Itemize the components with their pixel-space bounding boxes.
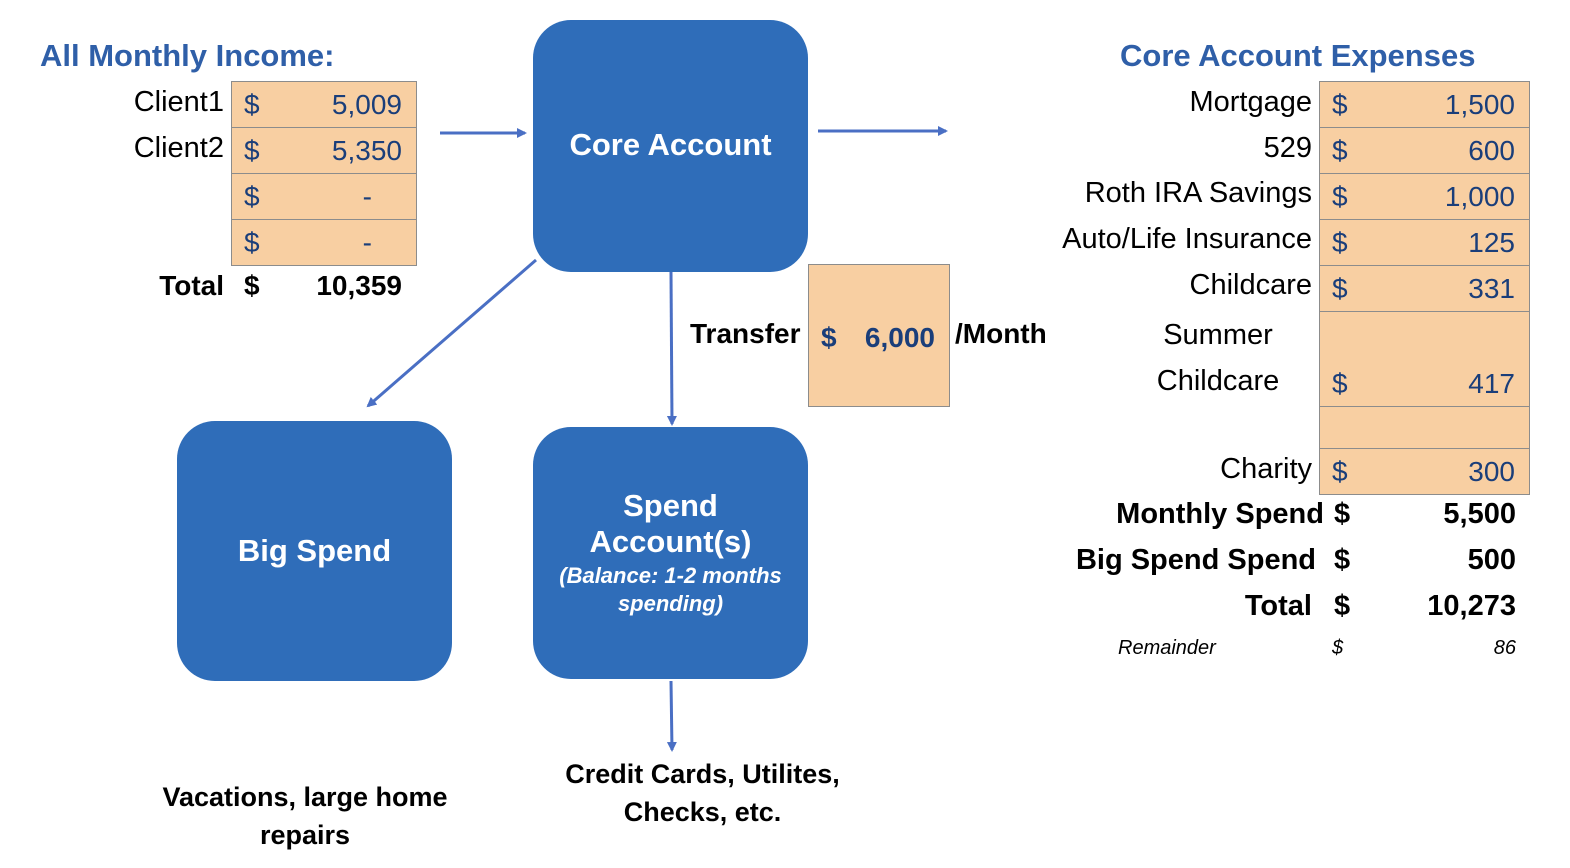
currency-symbol: $ xyxy=(244,135,260,166)
currency-symbol: $ xyxy=(1332,456,1348,487)
arrow-core-to-bigspend xyxy=(366,258,537,408)
currency-symbol: $ xyxy=(1332,181,1348,212)
expense-cell-summer-childcare[interactable]: $ 417 xyxy=(1319,311,1530,407)
summary-currency-bigspend: $ xyxy=(1334,544,1351,576)
currency-symbol: $ xyxy=(1332,273,1348,304)
spend-account-line1: Spend xyxy=(623,488,718,523)
amount-value: - xyxy=(362,181,372,212)
income-cell-client2[interactable]: $ 5,350 xyxy=(231,127,417,174)
income-heading: All Monthly Income: xyxy=(40,38,335,73)
income-total-currency: $ xyxy=(244,270,260,301)
income-total-label: Total xyxy=(159,270,224,301)
expense-cell-529[interactable]: $ 600 xyxy=(1319,127,1530,174)
expense-cell-mortgage[interactable]: $ 1,500 xyxy=(1319,81,1530,128)
expense-cell-charity[interactable]: $ 300 xyxy=(1319,448,1530,495)
currency-symbol: $ xyxy=(244,227,260,258)
summary-amount-monthly: 5,500 xyxy=(1443,498,1516,530)
income-cell-3[interactable]: $ - xyxy=(231,173,417,220)
income-label-client1: Client1 xyxy=(133,86,224,118)
expense-label-roth: Roth IRA Savings xyxy=(1084,177,1312,209)
arrow-spend-to-cards xyxy=(666,680,677,752)
expense-label-summer-line2: Childcare xyxy=(1156,365,1280,397)
currency-symbol: $ xyxy=(1332,227,1348,258)
amount-value: 5,009 xyxy=(331,89,402,120)
big-spend-caption: Vacations, large home repairs xyxy=(162,782,448,850)
transfer-unit: /Month xyxy=(955,318,1047,349)
expense-label-charity: Charity xyxy=(1220,453,1312,485)
amount-value: 300 xyxy=(1468,456,1515,487)
income-total-amount: 10,359 xyxy=(316,270,402,301)
expense-label-mortgage: Mortgage xyxy=(1189,86,1312,118)
core-account-label: Core Account xyxy=(569,127,772,162)
remainder-amount: 86 xyxy=(1493,637,1516,659)
transfer-amount-cell[interactable]: $ 6,000 xyxy=(808,264,950,407)
currency-symbol: $ xyxy=(1332,89,1348,120)
amount-value: 125 xyxy=(1468,227,1515,258)
big-spend-box[interactable]: Big Spend xyxy=(177,421,452,681)
expense-cell-empty[interactable] xyxy=(1319,406,1530,449)
transfer-label: Transfer xyxy=(690,318,801,349)
amount-value: 1,000 xyxy=(1444,181,1515,212)
income-label-client2: Client2 xyxy=(133,132,224,164)
currency-symbol: $ xyxy=(821,322,837,353)
expense-cell-roth[interactable]: $ 1,000 xyxy=(1319,173,1530,220)
expense-cell-insurance[interactable]: $ 125 xyxy=(1319,219,1530,266)
amount-value: 1,500 xyxy=(1444,89,1515,120)
remainder-label: Remainder xyxy=(1118,637,1216,659)
summary-amount-total: 10,273 xyxy=(1427,590,1516,622)
spend-account-line2: Account(s) xyxy=(589,524,752,559)
big-spend-label: Big Spend xyxy=(237,533,392,568)
spend-account-note: (Balance: 1-2 months spending) xyxy=(559,563,782,616)
amount-value: 600 xyxy=(1468,135,1515,166)
summary-label-bigspend: Big Spend Spend xyxy=(1075,544,1316,576)
income-cell-4[interactable]: $ - xyxy=(231,219,417,266)
currency-symbol: $ xyxy=(244,181,260,212)
spend-account-box[interactable]: Spend Account(s) (Balance: 1-2 months sp… xyxy=(533,427,808,679)
spend-caption: Credit Cards, Utilites, Checks, etc. xyxy=(565,759,840,827)
summary-currency-total: $ xyxy=(1334,590,1351,622)
transfer-amount: 6,000 xyxy=(864,322,935,353)
summary-currency-monthly: $ xyxy=(1334,498,1351,530)
amount-value: - xyxy=(362,227,372,258)
currency-symbol: $ xyxy=(244,89,260,120)
amount-value: 5,350 xyxy=(331,135,402,166)
amount-value: 417 xyxy=(1468,368,1515,399)
expense-label-summer-line1: Summer xyxy=(1163,319,1273,351)
currency-symbol: $ xyxy=(1332,135,1348,166)
summary-label-monthly: Monthly Spend xyxy=(1116,498,1324,530)
expenses-heading: Core Account Expenses xyxy=(1120,38,1476,73)
expense-label-childcare: Childcare xyxy=(1189,269,1313,301)
core-account-box[interactable]: Core Account xyxy=(533,20,808,272)
amount-value: 331 xyxy=(1468,273,1515,304)
arrow-core-to-spend xyxy=(666,271,677,426)
remainder-currency: $ xyxy=(1332,637,1344,659)
income-cell-client1[interactable]: $ 5,009 xyxy=(231,81,417,128)
currency-symbol: $ xyxy=(1332,368,1348,399)
summary-amount-bigspend: 500 xyxy=(1467,544,1516,576)
expense-label-insurance: Auto/Life Insurance xyxy=(1062,223,1312,255)
expense-cell-childcare[interactable]: $ 331 xyxy=(1319,265,1530,312)
summary-label-total: Total xyxy=(1244,590,1312,622)
expense-label-529: 529 xyxy=(1263,132,1312,164)
